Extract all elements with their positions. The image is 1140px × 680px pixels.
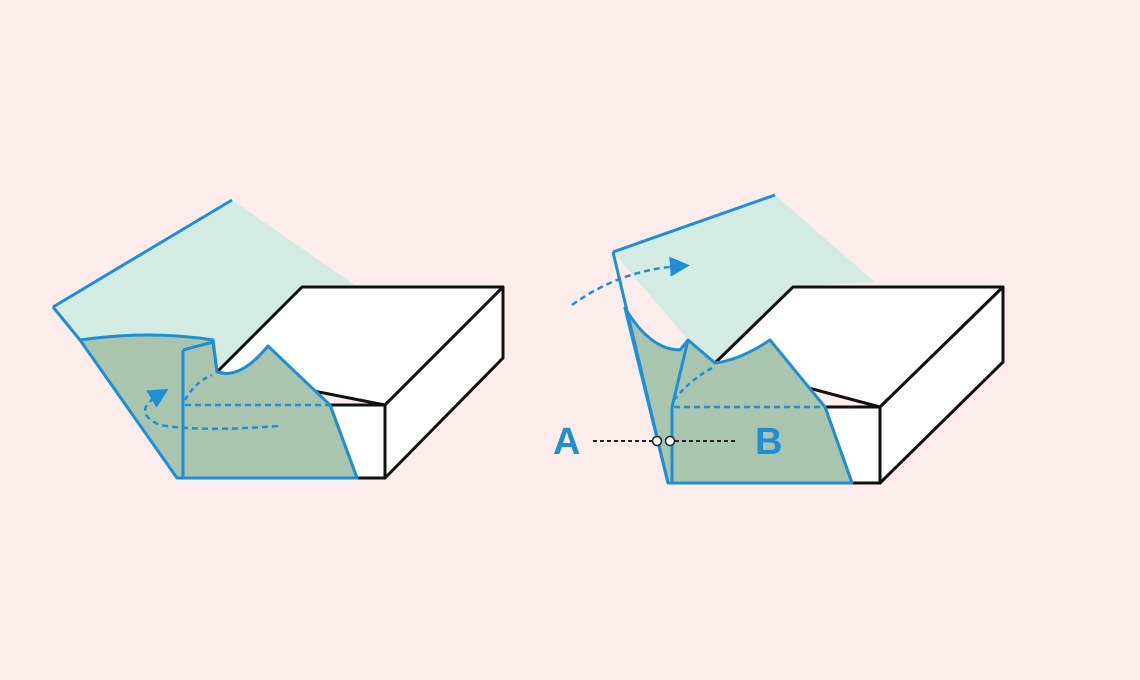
right-dashed-curve: [673, 366, 713, 401]
left-figure: [51, 198, 505, 480]
right-figure: A B: [553, 193, 1005, 485]
left-fold-flap: [181, 340, 219, 478]
label-b: B: [755, 421, 782, 463]
right-sheet-light: [613, 195, 875, 363]
right-box: [713, 285, 1005, 485]
left-dashed-curve: [183, 373, 213, 401]
label-a: A: [553, 421, 580, 463]
right-fold-arrow-icon: [571, 256, 690, 307]
left-fold-arrow-icon: [143, 388, 279, 431]
point-a-marker: [651, 435, 663, 447]
right-inner-fold: [670, 339, 690, 483]
right-sheet-edge: [612, 193, 776, 254]
left-sheet-light: [53, 200, 355, 370]
left-sheet-side: [51, 306, 82, 341]
right-sheet-dark: [623, 306, 854, 485]
point-b-marker: [664, 435, 676, 447]
left-sheet-edge: [52, 198, 233, 309]
